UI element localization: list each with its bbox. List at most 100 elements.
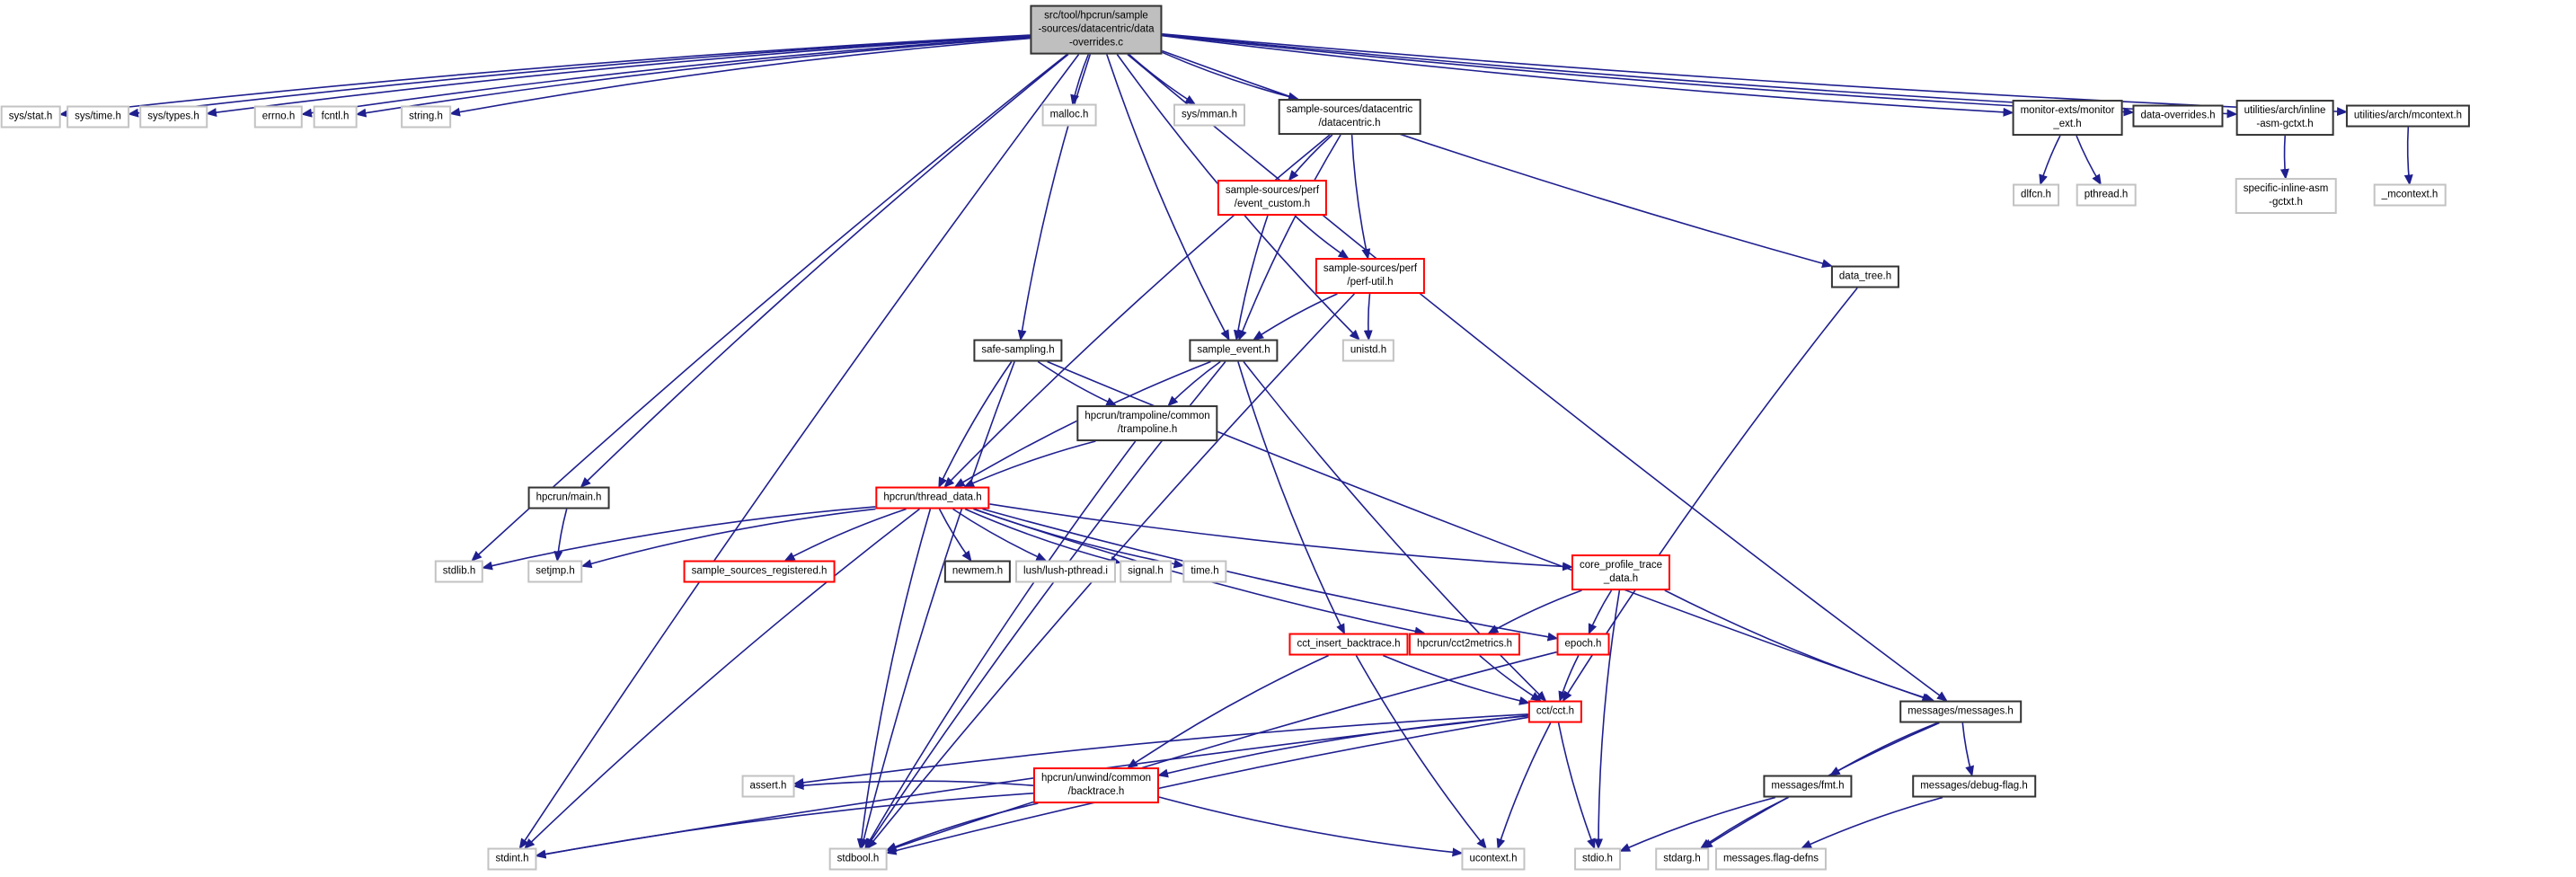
node-newmem[interactable]: newmem.h	[943, 560, 1012, 583]
edge-root-to-fcntl	[355, 36, 1031, 118]
edge-root-to-string	[449, 37, 1031, 117]
edge-safe_sampling-to-thread_data	[938, 361, 1013, 489]
edge-cct_cct-to-stdio	[1557, 722, 1596, 850]
node-time: time.h	[1182, 560, 1227, 583]
edge-datacentric-to-sample_event	[1238, 134, 1341, 341]
node-monitor_ext[interactable]: monitor-exts/monitor _ext.h	[2012, 100, 2123, 136]
edge-event_custom-to-sample_event	[1233, 215, 1269, 341]
edge-root-to-safe_sampling	[1017, 54, 1092, 341]
edge-trampoline-to-thread_data	[963, 440, 1096, 488]
edge-root-to-data_tree	[1162, 49, 1833, 268]
node-unistd: unistd.h	[1341, 339, 1395, 362]
edge-root-to-monitor_ext	[1162, 34, 2014, 117]
node-perf_util[interactable]: sample-sources/perf /perf-util.h	[1315, 258, 1426, 294]
edge-messages_h-to-debug_flag	[1961, 722, 1975, 777]
edge-root-to-sys_types	[206, 35, 1031, 118]
node-data_overrides_h[interactable]: data-overrides.h	[2132, 104, 2224, 128]
edge-datacentric-to-perf_util	[1350, 134, 1371, 260]
edge-sample_event-to-trampoline	[1167, 360, 1221, 407]
edge-root-to-sys_stat	[58, 34, 1031, 119]
node-trampoline[interactable]: hpcrun/trampoline/common /trampoline.h	[1076, 405, 1218, 441]
node-inline_asm_gctxt[interactable]: utilities/arch/inline -asm-gctxt.h	[2235, 100, 2334, 136]
edge-core_profile-to-stdio	[1594, 589, 1621, 850]
edge-monitor_ext-to-pthread	[2076, 135, 2102, 186]
node-string: string.h	[401, 105, 451, 128]
edge-backtrace-to-stdint	[535, 793, 1034, 859]
node-_mcontext: _mcontext.h	[2373, 183, 2447, 207]
edge-perf_util-to-unistd	[1363, 293, 1373, 341]
node-setjmp: setjmp.h	[527, 560, 583, 583]
edge-thread_data-to-epoch	[982, 508, 1559, 642]
node-messages_h[interactable]: messages/messages.h	[1899, 700, 2022, 723]
node-main_h[interactable]: hpcrun/main.h	[527, 486, 610, 509]
edge-core_profile-to-epoch	[1588, 589, 1613, 635]
node-root: src/tool/hpcrun/sample -sources/datacent…	[1030, 4, 1163, 55]
edge-thread_data-to-stdint	[524, 508, 920, 849]
node-stdint: stdint.h	[487, 847, 537, 871]
node-sys_types: sys/types.h	[139, 105, 208, 128]
edge-core_profile-to-messages_h	[1664, 589, 1935, 703]
node-lush_pthread: lush/lush-pthread.i	[1015, 560, 1116, 583]
node-cct_cct[interactable]: cct/cct.h	[1527, 700, 1583, 723]
node-epoch[interactable]: epoch.h	[1556, 633, 1610, 656]
edge-root-to-datacentric	[1162, 51, 1299, 102]
node-sample_event[interactable]: sample_event.h	[1189, 339, 1279, 362]
node-safe_sampling[interactable]: safe-sampling.h	[973, 339, 1063, 362]
node-data_tree[interactable]: data_tree.h	[1830, 265, 1900, 288]
edge-main_h-to-setjmp	[553, 509, 568, 563]
edge-root-to-arch_mcontext	[1162, 33, 2348, 117]
node-specific_inline_asm_gctxt: specific-inline-asm -gctxt.h	[2235, 178, 2337, 214]
node-stdbool: stdbool.h	[828, 847, 888, 871]
node-sample_sources_registered[interactable]: sample_sources_registered.h	[683, 560, 836, 583]
edge-trampoline-to-stdbool	[864, 440, 1137, 850]
edge-thread_data-to-lush_pthread	[952, 508, 1048, 562]
edge-thread_data-to-newmem	[938, 509, 972, 563]
edge-thread_data-to-stdlib	[482, 506, 876, 571]
node-debug_flag[interactable]: messages/debug-flag.h	[1912, 775, 2036, 798]
edge-perf_util-to-sample_event	[1253, 293, 1338, 341]
edge-cct_cct-to-stdbool	[885, 716, 1529, 855]
node-sys_mman: sys/mman.h	[1173, 103, 1245, 127]
edge-backtrace-to-ucontext	[1158, 796, 1464, 857]
edge-sample_event-to-cct_cct	[1243, 361, 1547, 702]
edge-root-to-messages_h	[1127, 53, 1948, 702]
node-cct_insert_backtrace[interactable]: cct_insert_backtrace.h	[1288, 633, 1409, 656]
edge-cct_insert_backtrace-to-cct_cct	[1382, 654, 1530, 705]
edge-root-to-errno	[301, 36, 1031, 118]
edge-root-to-main_h	[580, 53, 1069, 488]
edge-epoch-to-cct_cct	[1558, 655, 1580, 703]
edge-sample_event-to-cct_insert_backtrace	[1237, 361, 1345, 635]
edge-thread_data-to-signal	[964, 508, 1121, 565]
edge-core_profile-to-cct2metrics	[1487, 589, 1582, 634]
edge-root-to-stdint	[518, 54, 1080, 850]
edge-datacentric-to-event_custom	[1288, 134, 1333, 182]
node-stdlib: stdlib.h	[434, 560, 484, 583]
edge-thread_data-to-core_profile	[989, 503, 1573, 571]
node-stdio: stdio.h	[1574, 847, 1621, 871]
node-backtrace[interactable]: hpcrun/unwind/common /backtrace.h	[1032, 767, 1160, 803]
node-fmt[interactable]: messages/fmt.h	[1763, 775, 1853, 798]
edge-fmt-to-stdarg	[1699, 796, 1789, 849]
node-ucontext: ucontext.h	[1461, 847, 1526, 871]
node-event_custom[interactable]: sample-sources/perf /event_custom.h	[1217, 180, 1328, 216]
node-core_profile[interactable]: core_profile_trace _data.h	[1571, 554, 1671, 590]
edge-debug_flag-to-flag_defns	[1801, 796, 1943, 849]
node-malloc: malloc.h	[1041, 103, 1097, 127]
edge-cct_insert_backtrace-to-ucontext	[1355, 655, 1487, 850]
node-datacentric[interactable]: sample-sources/datacentric /datacentric.…	[1278, 99, 1421, 135]
edge-thread_data-to-setjmp	[580, 508, 876, 569]
edge-monitor_ext-to-dlfcn	[2039, 135, 2061, 186]
node-thread_data[interactable]: hpcrun/thread_data.h	[875, 486, 990, 509]
edge-cct_cct-to-assert	[792, 713, 1529, 787]
edge-safe_sampling-to-stdbool	[859, 361, 1015, 850]
node-pthread: pthread.h	[2076, 183, 2137, 207]
node-cct2metrics[interactable]: hpcrun/cct2metrics.h	[1408, 633, 1521, 656]
edge-event_custom-to-perf_util	[1294, 215, 1350, 260]
node-arch_mcontext[interactable]: utilities/arch/mcontext.h	[2345, 104, 2471, 128]
edge-inline_asm_gctxt-to-specific_inline_asm_gctxt	[2279, 135, 2289, 180]
node-fcntl: fcntl.h	[313, 105, 358, 128]
edge-fmt-to-stdio	[1619, 796, 1776, 852]
edge-root-to-sample_event	[1106, 54, 1230, 341]
node-sys_time: sys/time.h	[66, 105, 129, 128]
